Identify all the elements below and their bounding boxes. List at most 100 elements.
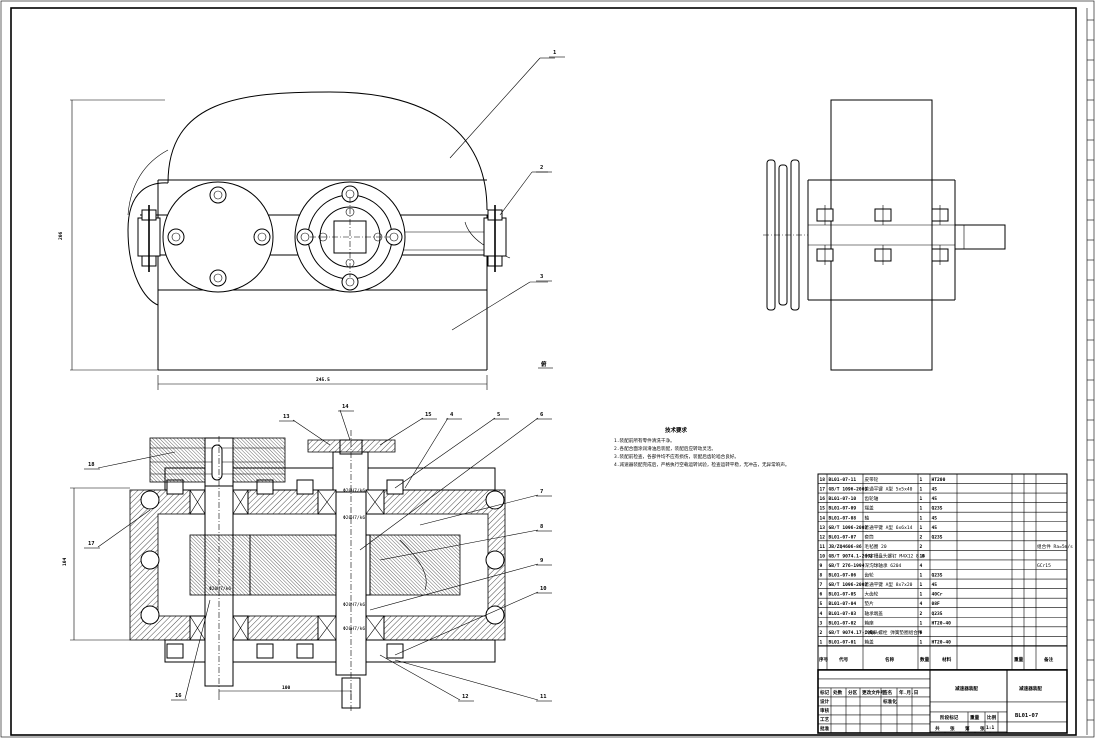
part-name: 深沟球轴承 6204 [865,562,902,569]
part-qty: 2 [920,544,923,550]
part-qty: 1 [920,592,923,598]
bolt-head [874,245,892,265]
parts-header: 备注 [1043,656,1054,663]
part-no: 15 [820,506,826,512]
inner-border [10,7,1077,736]
weight-label: 重量 [970,714,980,721]
flange-hole [140,490,160,510]
parts-header: 材料 [941,656,952,663]
part-name: 齿轮 [865,572,875,579]
parts-header: 名称 [885,656,895,663]
flange-hole [485,490,505,510]
part-material: 40Cr [932,592,943,598]
part-code: BL01-07-11 [829,477,857,483]
balloon-13: 13 [283,414,290,420]
page-unit: 张 [980,725,985,732]
part-code: BL01-07-02 [829,620,857,626]
balloon-10: 10 [540,586,547,592]
part-material: Q235 [932,534,943,540]
balloon-17: 17 [88,541,95,547]
part-name: 箱盖 [865,638,875,645]
balloon-18: 18 [88,462,95,468]
check-label: 审核 [820,707,830,714]
stage-label: 阶段标记 [940,714,959,721]
part-qty: 1 [920,620,923,626]
tech-req-title: 技术要求 [665,426,688,434]
part-qty: 6 [920,630,923,636]
part-no: 4 [820,611,823,617]
part-material: HT200 [932,477,946,483]
part-code: GB/T 1096-2003 [829,525,868,531]
part-note: GCr15 [1037,563,1051,569]
tech-req-line-3: 3.装配前检查，各部件均不应有损伤，装配后齿轮啮合良好。 [614,453,739,460]
scale: 1:1 [986,725,995,731]
bolt-head [296,643,314,659]
balloon-2: 2 [540,165,543,171]
part-qty: 4 [920,601,923,607]
parts-header: 序号 [819,656,829,663]
part-no: 16 [820,496,826,502]
part-qty: 1 [920,506,923,512]
part-qty: 1 [920,496,923,502]
part-qty: 1 [920,477,923,483]
part-name: 端盖 [865,505,875,512]
part-material: 45 [932,515,938,521]
part-material: 45 [932,487,938,493]
drawing-number: BL01-07 [1015,713,1038,719]
part-no: 1 [820,639,823,645]
bolt-head [386,479,404,495]
balloon-7: 7 [540,489,543,495]
bolt-head [386,643,404,659]
part-code: GB/T 9074.1-2002 [829,553,873,559]
flange-hole [140,605,160,625]
balloon-14: 14 [342,404,349,410]
part-qty: 1 [920,582,923,588]
part-name: 套筒 [865,533,875,540]
tech-req-line-4: 4.减速器装配完成后，严格执行空载运转试验，检查运转平稳，无冲击，无异常响声。 [614,461,790,468]
dim-center-distance: 100 [282,685,291,691]
standard-label: 标准化 [882,698,897,705]
balloon-1: 1 [553,50,557,56]
tech-req-line-1: 1.装配前所有零件清洗干净。 [614,437,675,444]
part-name: 普通平键 A型 8x7x20 [865,581,913,588]
part-material: 45 [932,525,938,531]
check-label: 批准 [820,725,830,732]
part-code: BL01-07-10 [829,496,857,502]
part-no: 8 [820,573,823,579]
part-qty: 1 [920,525,923,531]
balloon-12: 12 [462,694,469,700]
part-qty: 2 [920,534,923,540]
rev-header: 分区 [848,689,858,696]
rev-header: 标记 [819,689,830,696]
part-note: 组合件 Ra=5m/s [1037,543,1073,550]
flange-hole [485,550,505,570]
ratio-label: 比例 [987,714,997,721]
part-code: GB/T 1096-2003 [829,582,868,588]
part-name: 垫片 [865,600,875,607]
part-code: GB/T 1096-2003 [829,487,868,493]
view-label: 俯 [541,360,547,368]
part-code: BL01-07-09 [829,506,857,512]
side-view [763,99,1006,371]
part-no: 18 [820,477,826,483]
right-tick-marks [1087,19,1094,721]
part-qty: 2 [920,611,923,617]
part-code: JB/ZQ4606-86 [829,544,862,550]
part-no: 11 [820,544,826,550]
title-block: 序号代号名称数量材料重量备注减速器装配减速器装配BL01-071:1阶段标记重量… [817,645,1068,734]
flange-hole [140,550,160,570]
bolt-head [256,643,274,659]
part-material: HT20-40 [932,639,952,645]
